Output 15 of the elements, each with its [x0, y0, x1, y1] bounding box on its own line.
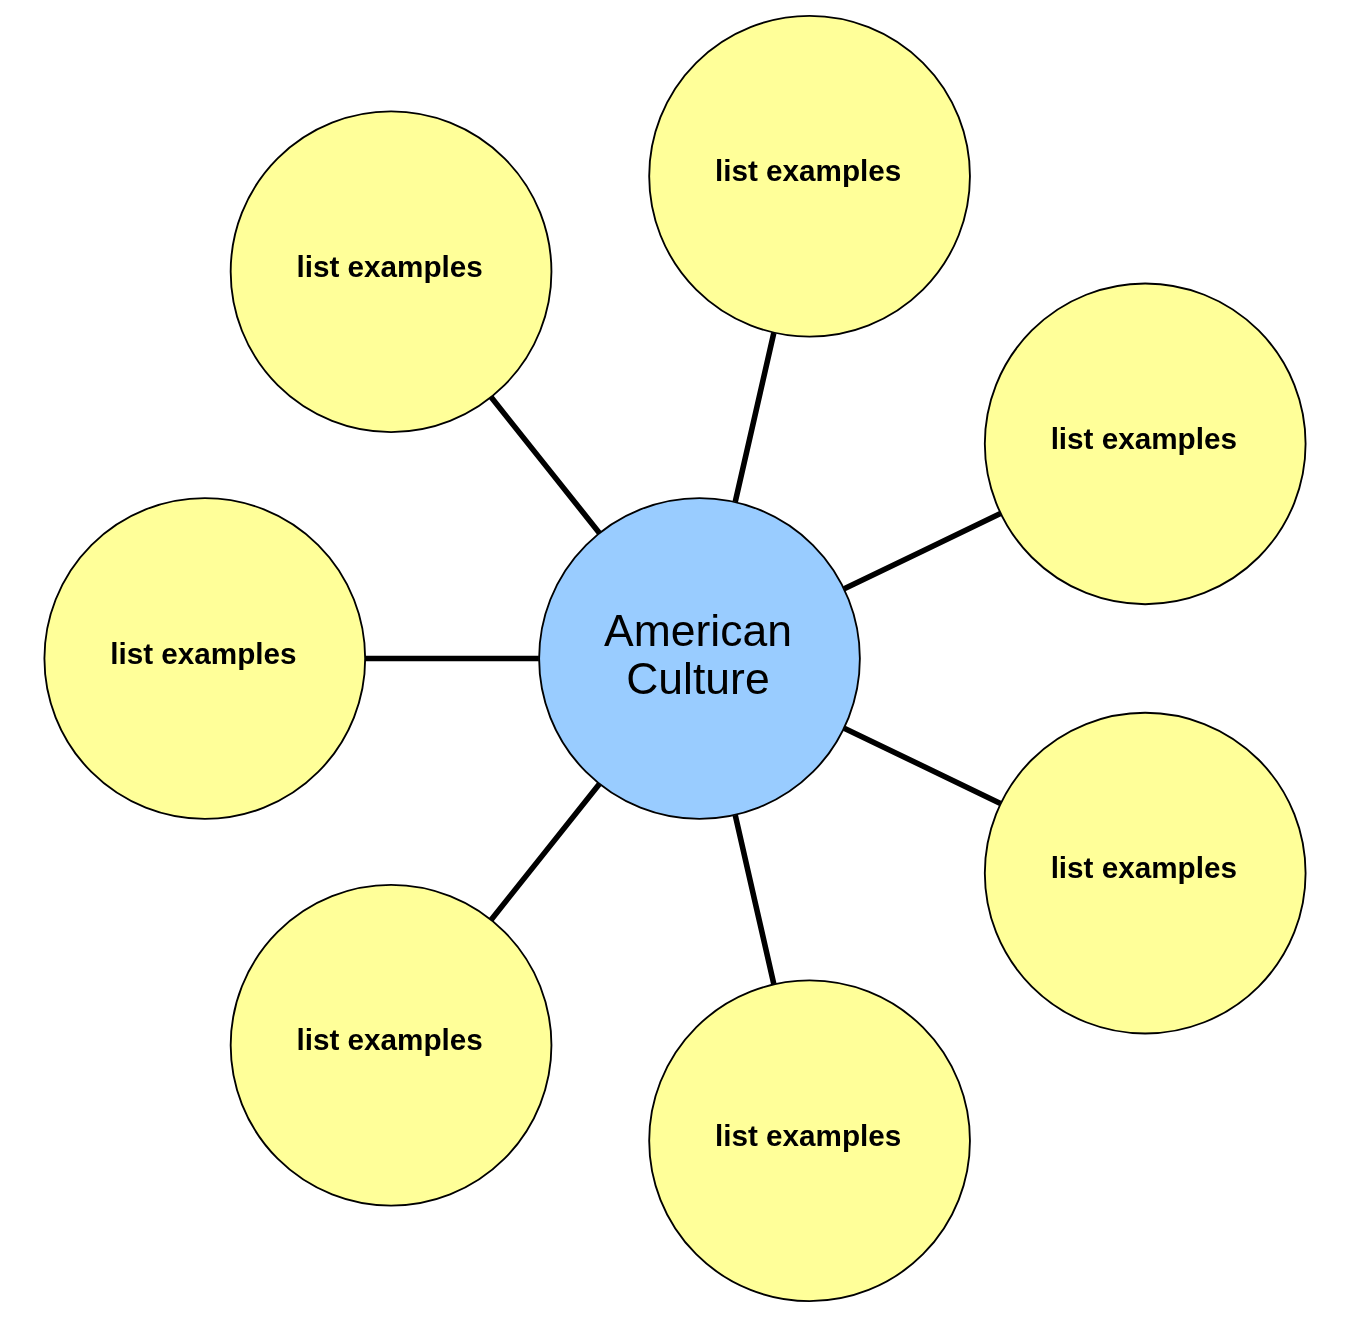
connector	[732, 332, 777, 503]
node-circle: list examples	[648, 979, 971, 1303]
connector	[843, 511, 1002, 592]
node-circle: list examples	[229, 110, 553, 434]
connector	[489, 782, 602, 922]
node-circle: list examples	[983, 711, 1307, 1035]
connector	[365, 655, 539, 662]
node-circle: American Culture	[538, 497, 861, 820]
connector	[489, 395, 602, 535]
connector	[843, 725, 1002, 806]
node-circle: list examples	[43, 497, 367, 820]
connector	[732, 814, 777, 985]
node-circle: list examples	[229, 883, 553, 1207]
node-circle: list examples	[983, 282, 1307, 606]
node-circle: list examples	[648, 14, 971, 338]
